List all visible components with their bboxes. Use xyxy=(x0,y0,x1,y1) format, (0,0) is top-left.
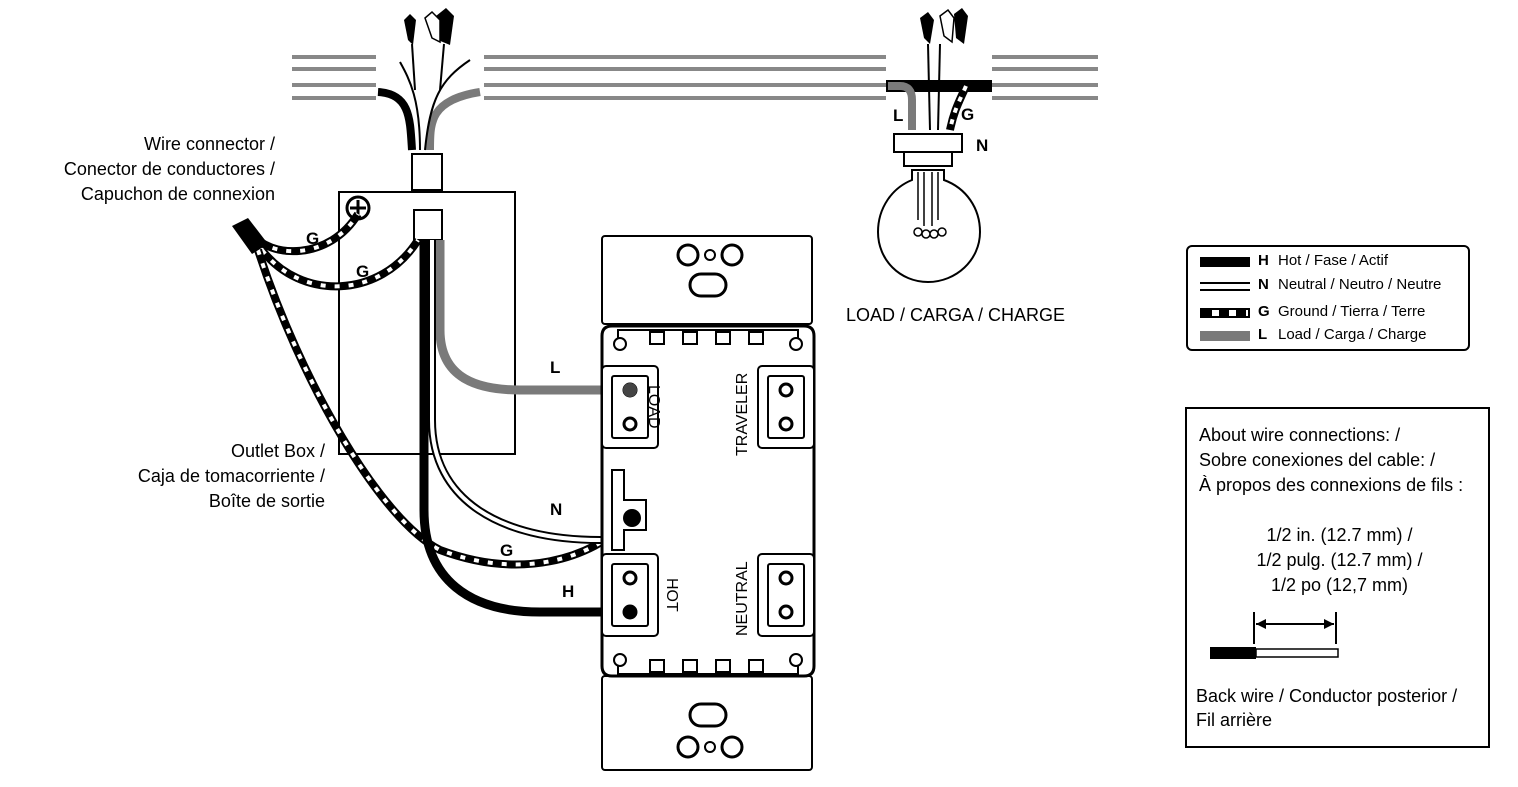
outlet-box-label-es: Caja de tomacorriente / xyxy=(137,466,325,486)
wire-label-g3: G xyxy=(500,541,514,560)
legend-row-ground: G Ground / Tierra / Terre xyxy=(1196,303,1466,323)
about-measure-en: 1/2 in. (12.7 mm) / xyxy=(1266,525,1413,545)
wire-connector-label-es: Conector de conductores / xyxy=(63,159,275,179)
about-back-wire-en: Back wire / Conductor posterior / xyxy=(1196,686,1458,706)
terminal-label-traveler: TRAVELER xyxy=(734,372,751,456)
wire-connector-top xyxy=(404,8,454,45)
legend-swatch-load xyxy=(1200,331,1250,341)
about-back-wire-fr: Fil arrière xyxy=(1196,710,1273,730)
lamp-bulb xyxy=(876,169,982,284)
legend-text-neutral: Neutral / Neutro / Neutre xyxy=(1278,276,1442,293)
load-wire xyxy=(435,240,625,395)
legend-row-neutral: N Neutral / Neutro / Neutre xyxy=(1196,276,1466,296)
about-title-en: About wire connections: / xyxy=(1199,425,1401,445)
legend-code-neutral: N xyxy=(1258,276,1269,293)
legend-text-ground: Ground / Tierra / Terre xyxy=(1278,303,1426,320)
about-measure-fr: 1/2 po (12,7 mm) xyxy=(1270,575,1409,595)
outlet-box-label-en: Outlet Box / xyxy=(230,441,325,461)
about-title-es: Sobre conexiones del cable: / xyxy=(1199,450,1436,470)
wire-legend: H Hot / Fase / Actif N Neutral / Neutro … xyxy=(1186,245,1470,351)
wire-label-g2: G xyxy=(356,262,370,281)
terminal-label-neutral: NEUTRAL xyxy=(734,561,751,636)
legend-swatch-neutral xyxy=(1200,282,1250,291)
terminal-label-load: LOAD xyxy=(645,385,662,429)
legend-code-hot: H xyxy=(1258,252,1269,269)
lamp-label-g: G xyxy=(961,105,975,124)
about-title-fr: À propos des connexions de fils : xyxy=(1199,475,1464,495)
hot-wire xyxy=(419,240,630,617)
back-wire-illustration xyxy=(1210,612,1339,659)
outlet-box-label-fr: Boîte de sortie xyxy=(208,491,325,511)
wire-label-l: L xyxy=(550,358,561,377)
legend-swatch-ground xyxy=(1200,308,1250,318)
lamp-socket xyxy=(893,133,963,153)
legend-code-load: L xyxy=(1258,326,1268,343)
wire-connector-label-fr: Capuchon de connexion xyxy=(80,184,275,204)
wire-connector-label-en: Wire connector / xyxy=(143,134,275,154)
wire-label-n: N xyxy=(550,500,563,519)
legend-text-hot: Hot / Fase / Actif xyxy=(1278,252,1389,269)
load-carga-label: LOAD / CARGA / CHARGE xyxy=(846,305,1066,325)
switch-device xyxy=(600,235,816,771)
lamp-connectors xyxy=(920,8,968,44)
lamp-label-n: N xyxy=(976,136,989,155)
legend-code-ground: G xyxy=(1258,303,1270,320)
wire-label-g1: G xyxy=(306,229,320,248)
legend-swatch-hot xyxy=(1200,257,1250,267)
terminal-label-hot: HOT xyxy=(663,578,680,612)
lamp-label-l: L xyxy=(893,106,904,125)
legend-row-hot: H Hot / Fase / Actif xyxy=(1196,252,1466,272)
legend-text-load: Load / Carga / Charge xyxy=(1278,326,1427,343)
legend-row-load: L Load / Carga / Charge xyxy=(1196,326,1466,346)
about-measure-es: 1/2 pulg. (12.7 mm) / xyxy=(1256,550,1423,570)
wire-label-h: H xyxy=(562,582,575,601)
wire-connector-label: Wire connector / Conector de conductores… xyxy=(30,132,275,207)
about-wire-connections-box: About wire connections: / Sobre conexion… xyxy=(1185,407,1490,748)
outlet-box-label: Outlet Box / Caja de tomacorriente / Boî… xyxy=(100,439,325,514)
